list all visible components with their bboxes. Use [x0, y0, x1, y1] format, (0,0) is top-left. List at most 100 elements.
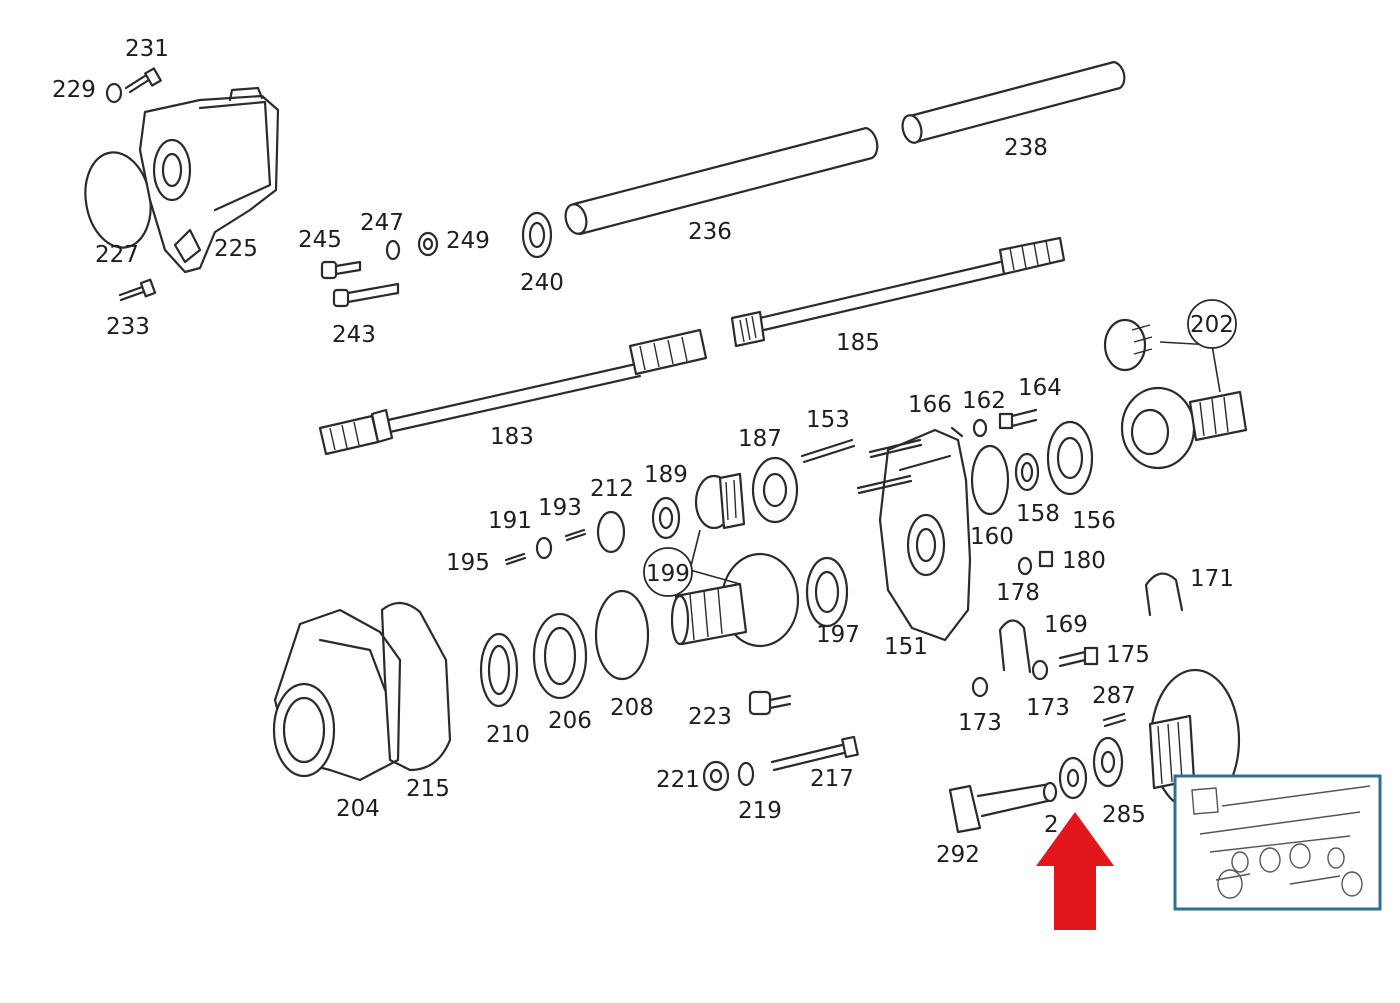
callout-197: 197: [816, 622, 860, 648]
housing-151: [878, 428, 972, 642]
callout-180: 180: [1062, 548, 1106, 574]
callout-164: 164: [1018, 375, 1062, 401]
gear-199-upper: [694, 472, 746, 530]
callout-191: 191: [488, 508, 532, 534]
callout-285: 285: [1102, 802, 1146, 828]
callout-247: 247: [360, 210, 404, 236]
gear-202: [1103, 318, 1248, 470]
callout-160: 160: [970, 524, 1014, 550]
ring-210: [479, 632, 519, 708]
bolt-292: [948, 781, 1058, 834]
callout-187: 187: [738, 426, 782, 452]
callout-217: 217: [810, 766, 854, 792]
callout-153: 153: [806, 407, 850, 433]
callout-221: 221: [656, 767, 700, 793]
callout-162: 162: [962, 388, 1006, 414]
ring-189: [651, 496, 681, 540]
callout-289-partial: 2: [1044, 812, 1059, 838]
pin-166: [950, 426, 964, 438]
ring-219: [737, 761, 755, 787]
nut-249: [417, 231, 439, 257]
callout-185: 185: [836, 330, 880, 356]
ring-160: [970, 444, 1010, 516]
callout-circle-199: [643, 547, 693, 597]
callout-202: 202: [1190, 312, 1234, 338]
shaft-183: [318, 328, 708, 456]
callout-243: 243: [332, 322, 376, 348]
callout-193: 193: [538, 495, 582, 521]
nut-191: [535, 536, 553, 560]
housing-204: [272, 608, 402, 782]
bearing-206: [532, 612, 588, 700]
seal-289: [1092, 736, 1124, 788]
tube-238: [901, 60, 1126, 144]
callout-236: 236: [688, 219, 732, 245]
gear-199-lower: [670, 552, 800, 648]
bolt-231: [124, 67, 162, 94]
studs-153: [800, 438, 923, 495]
callout-173-right: 173: [1026, 695, 1070, 721]
callout-292: 292: [936, 842, 980, 868]
highlight-arrow: [1036, 812, 1114, 930]
bearing-187: [751, 456, 799, 524]
ring-208: [594, 589, 650, 681]
leader-lines: [689, 341, 1221, 585]
callout-215: 215: [406, 776, 450, 802]
callout-227: 227: [95, 242, 139, 268]
nut-173-right: [1031, 659, 1049, 681]
inset-thumbnail: [1173, 774, 1382, 911]
gasket-215: [380, 601, 452, 772]
plug-223: [748, 690, 792, 716]
callout-labels: 231 229 227 225 233 245 247 249 243 240 …: [52, 36, 1234, 868]
washer-highlighted: [1058, 756, 1088, 800]
tube-236: [564, 126, 879, 236]
bolt-195: [504, 552, 527, 566]
callout-245: 245: [298, 227, 342, 253]
callout-212: 212: [590, 476, 634, 502]
callout-249: 249: [446, 228, 490, 254]
washer-287: [1102, 712, 1127, 728]
callout-183: 183: [490, 424, 534, 450]
callout-175: 175: [1106, 642, 1150, 668]
callout-195: 195: [446, 550, 490, 576]
inset-sketch: [1191, 785, 1371, 899]
seal-156: [1046, 420, 1094, 496]
callout-169: 169: [1044, 612, 1088, 638]
washer-162: [972, 418, 988, 438]
nut-221: [702, 760, 730, 792]
callout-233: 233: [106, 314, 150, 340]
callout-166: 166: [908, 392, 952, 418]
callout-173-left: 173: [958, 710, 1002, 736]
callout-210: 210: [486, 722, 530, 748]
shaft-185: [730, 236, 1066, 348]
callout-178: 178: [996, 580, 1040, 606]
plug-178: [1017, 556, 1033, 576]
callout-229: 229: [52, 77, 96, 103]
callout-151: 151: [884, 634, 928, 660]
bolt-164: [998, 408, 1038, 430]
clip-171: [1144, 572, 1184, 617]
housing-225: [84, 86, 280, 274]
callout-240: 240: [520, 270, 564, 296]
seal-240: [521, 211, 553, 259]
callout-189: 189: [644, 462, 688, 488]
callout-204: 204: [336, 796, 380, 822]
plug-180: [1038, 550, 1054, 568]
bolt-175: [1058, 646, 1099, 668]
callout-287: 287: [1092, 683, 1136, 709]
callout-199: 199: [646, 561, 690, 587]
pin-193: [564, 528, 587, 542]
callout-206: 206: [548, 708, 592, 734]
callout-238: 238: [1004, 135, 1048, 161]
nut-229: [105, 82, 123, 104]
ring-212: [596, 510, 626, 554]
ubolt-169: [998, 619, 1032, 674]
callout-156: 156: [1072, 508, 1116, 534]
bolt-217: [770, 735, 859, 772]
ring-197: [805, 556, 849, 628]
bolt-243: [332, 282, 400, 308]
ring-158: [1014, 452, 1040, 492]
callout-223: 223: [688, 704, 732, 730]
bolt-245: [320, 260, 362, 280]
